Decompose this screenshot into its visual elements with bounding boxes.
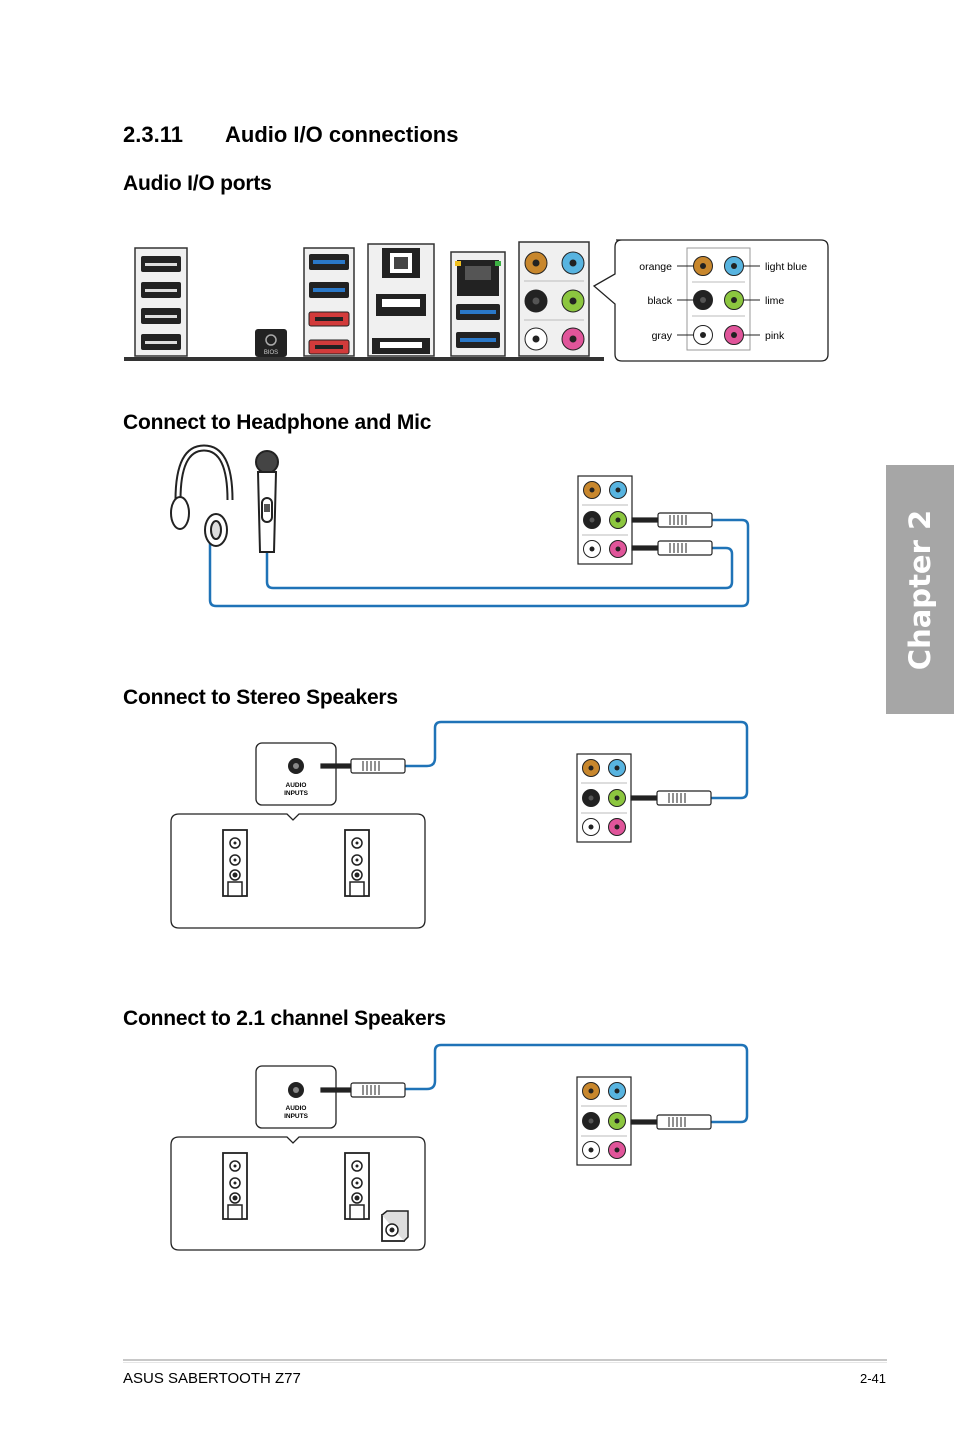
- usb3-esata-stack: [303, 247, 355, 357]
- heading-21-speakers: Connect to 2.1 channel Speakers: [123, 1007, 446, 1030]
- heading-audio-ports: Audio I/O ports: [123, 172, 272, 195]
- audio-inputs-label-2: INPUTS: [284, 1113, 309, 1120]
- channel21-plug-out: [630, 1114, 712, 1130]
- speaker-right-icon: [344, 829, 370, 897]
- section-number: 2.3.11: [123, 122, 183, 147]
- audio-plug-1: [631, 512, 713, 528]
- footer-product: ASUS SABERTOOTH Z77: [123, 1370, 301, 1387]
- speaker-left-icon: [222, 1152, 248, 1220]
- legend-orange: orange: [639, 261, 672, 273]
- subwoofer-icon: [381, 1210, 409, 1242]
- usb2-stack: [134, 247, 188, 357]
- optical-hdmi-dp-stack: [367, 243, 435, 357]
- stereo-plug-in: [320, 758, 406, 774]
- stereo-speakers-diagram: AUDIO INPUTS: [170, 720, 749, 929]
- speaker-left-icon: [222, 829, 248, 897]
- headphone-mic-diagram: [170, 444, 750, 608]
- heading-headphone-mic: Connect to Headphone and Mic: [123, 411, 432, 434]
- lan-usb3-stack: [450, 251, 506, 357]
- footer-rule: [123, 1359, 887, 1363]
- heading-stereo-speakers: Connect to Stereo Speakers: [123, 686, 398, 709]
- channel21-speakers-diagram: AUDIO INPUTS: [170, 1043, 749, 1251]
- headphones-icon: [170, 444, 234, 547]
- audio-inputs-box: AUDIO INPUTS: [255, 742, 337, 806]
- section-title: Audio I/O connections: [225, 122, 459, 147]
- legend-lime: lime: [765, 295, 784, 307]
- audio-jacks-small: [576, 753, 632, 843]
- legend-gray: gray: [652, 330, 673, 342]
- audio-inputs-label-1: AUDIO: [286, 1105, 307, 1112]
- audio-jack-callout: orange black gray light blue lime pink: [592, 239, 829, 362]
- legend-black: black: [647, 295, 672, 307]
- legend-pink: pink: [765, 330, 785, 342]
- chapter-tab: Chapter 2: [886, 465, 954, 714]
- channel21-plug-in: [320, 1082, 406, 1098]
- audio-jacks-small: [576, 1076, 632, 1166]
- bios-label: BIOS: [264, 350, 278, 356]
- chapter-tab-label: Chapter 2: [903, 509, 937, 670]
- speaker-right-icon: [344, 1152, 370, 1220]
- audio-inputs-box: AUDIO INPUTS: [255, 1065, 337, 1129]
- footer-page-number: 2-41: [859, 1371, 886, 1386]
- stereo-plug-out: [630, 790, 712, 806]
- audio-plug-2: [631, 540, 713, 556]
- audio-inputs-label-1: AUDIO: [286, 782, 307, 789]
- audio-inputs-label-2: INPUTS: [284, 790, 309, 797]
- audio-jacks-small: [577, 475, 633, 565]
- microphone-icon: [255, 450, 279, 553]
- audio-jacks-panel: [518, 241, 590, 357]
- legend-light-blue: light blue: [765, 261, 807, 273]
- bios-button: BIOS: [255, 329, 287, 357]
- rear-io-panel-diagram: BIOS: [124, 239, 829, 362]
